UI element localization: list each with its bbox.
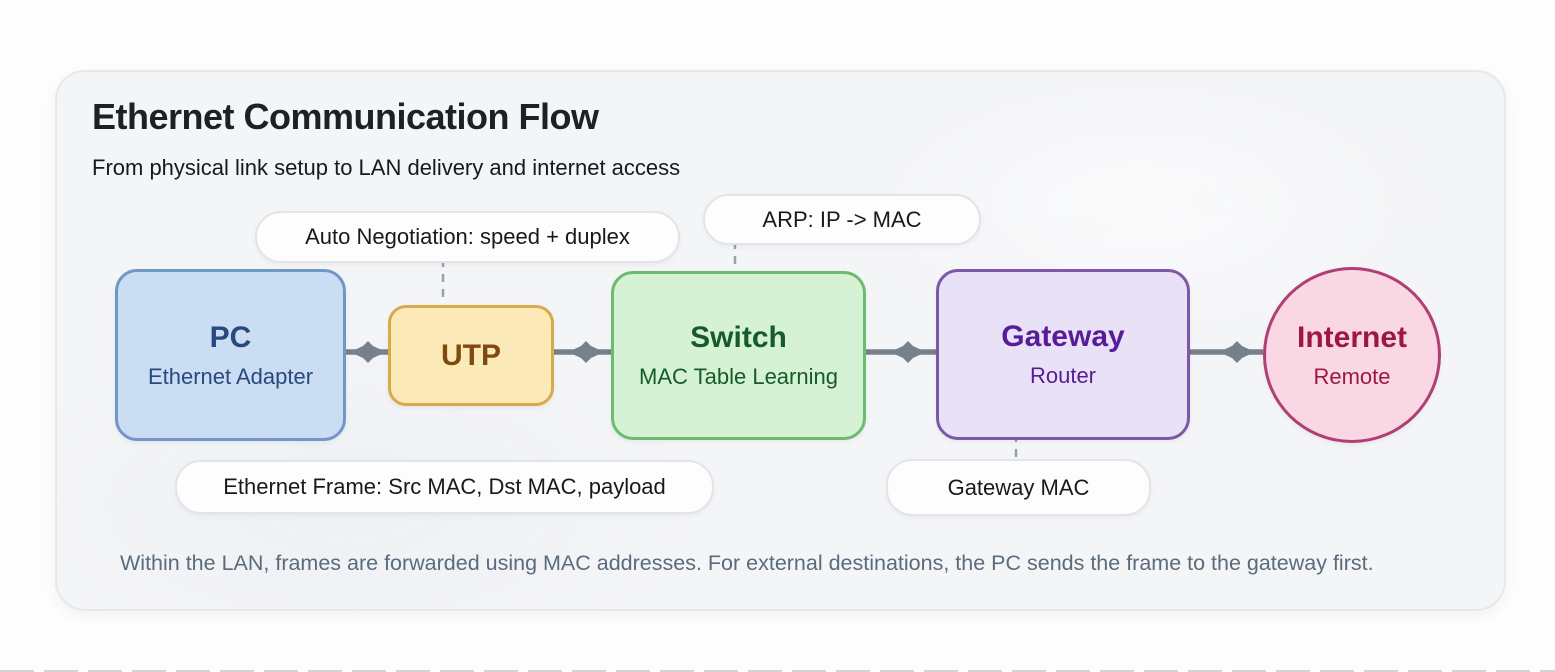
node-utp: UTP [388,305,554,406]
arrowhead-icon [1219,341,1255,363]
arrowhead-markers [350,341,1255,363]
screen-bottom-edge-artifact [0,670,1555,672]
node-title: Gateway [1001,320,1125,353]
arrowhead-icon [350,341,386,363]
diagram-title: Ethernet Communication Flow [92,96,599,137]
node-title: Switch [690,321,787,354]
node-title: PC [209,320,252,354]
node-pc: PC Ethernet Adapter [115,269,346,441]
node-subtitle: Router [1029,363,1097,388]
callout-arp: ARP: IP -> MAC [703,194,981,245]
callout-label: Ethernet Frame: Src MAC, Dst MAC, payloa… [223,474,666,499]
node-title: Internet [1296,320,1407,354]
node-gateway: Gateway Router [936,269,1190,440]
node-title: UTP [441,338,501,372]
callout-label: ARP: IP -> MAC [762,206,922,232]
callout-gateway-mac: Gateway MAC [886,459,1151,516]
node-switch: Switch MAC Table Learning [611,271,866,440]
node-internet: Internet Remote [1263,267,1441,443]
callout-auto-negotiation: Auto Negotiation: speed + duplex [255,211,680,263]
arrowhead-icon [568,341,604,363]
callout-label: Auto Negotiation: speed + duplex [305,224,630,249]
footer-note: Within the LAN, frames are forwarded usi… [120,551,1374,575]
arrowhead-icon [890,341,926,363]
node-subtitle: Ethernet Adapter [147,363,314,389]
callout-ethernet-frame: Ethernet Frame: Src MAC, Dst MAC, payloa… [175,460,714,514]
node-subtitle: MAC Table Learning [639,364,838,389]
node-subtitle: Remote [1313,363,1391,389]
diagram-subtitle: From physical link setup to LAN delivery… [92,155,681,180]
callout-label: Gateway MAC [947,474,1090,500]
